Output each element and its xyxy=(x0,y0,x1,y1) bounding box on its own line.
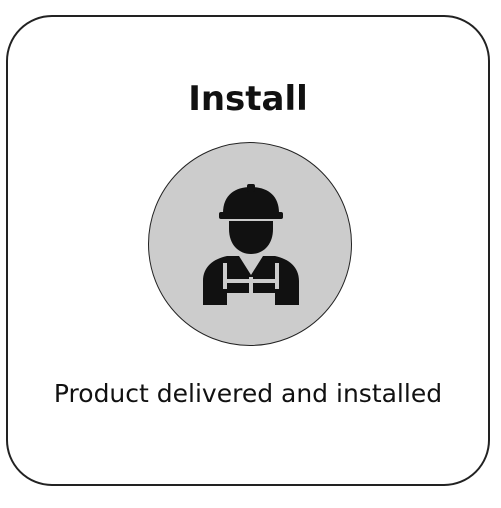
construction-worker-icon xyxy=(203,184,299,305)
install-card: Install Product del xyxy=(6,15,490,486)
card-title: Install xyxy=(188,79,308,119)
icon-circle xyxy=(148,142,352,346)
card-description: Product delivered and installed xyxy=(53,379,443,408)
